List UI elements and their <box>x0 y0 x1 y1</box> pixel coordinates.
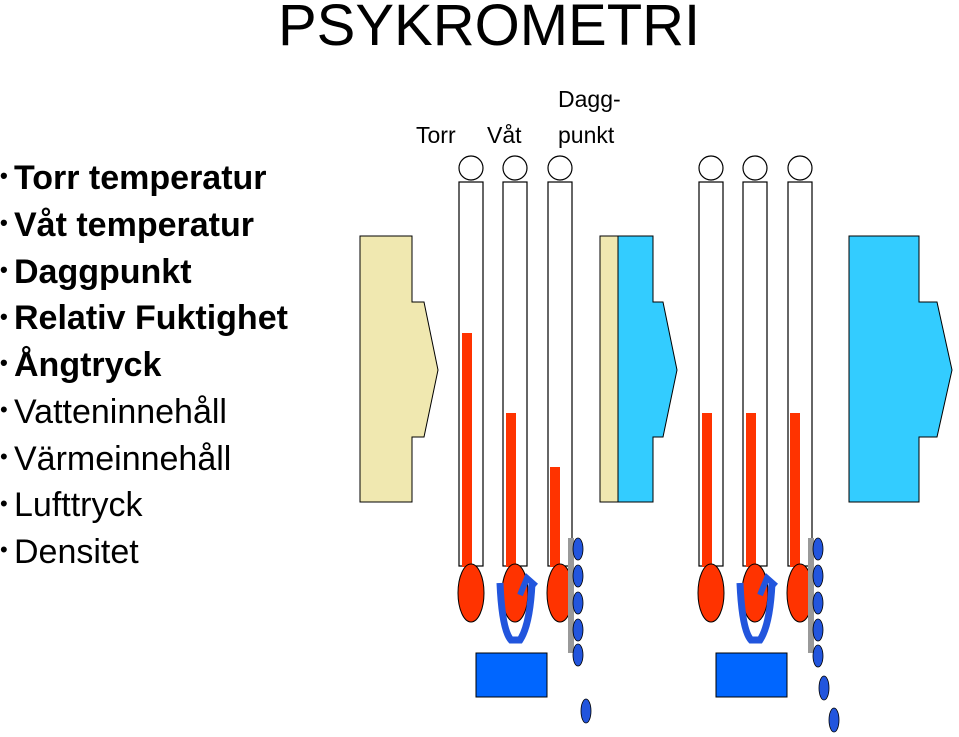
dew-point-thermometer <box>786 155 814 653</box>
list-item-text: Torr temperatur <box>14 159 267 197</box>
list-item-text: Vatteninnehåll <box>14 392 227 431</box>
dry-thermometer <box>457 155 485 623</box>
label-dry: Torr <box>416 122 456 148</box>
bullet-icon: • <box>0 163 8 189</box>
property-list: •Torr temperatur •Våt temperatur •Daggpu… <box>0 156 288 577</box>
list-item: •Lufttryck <box>0 483 288 530</box>
list-item-text: Lufttryck <box>14 486 143 525</box>
bullet-icon: • <box>0 490 8 516</box>
warm-air-arrow <box>359 235 439 503</box>
list-item-text: Ångtryck <box>14 346 162 385</box>
list-item: •Torr temperatur <box>0 156 288 203</box>
water-reservoir <box>475 652 548 698</box>
list-item: •Vatteninnehåll <box>0 390 288 437</box>
list-item: •Daggpunkt <box>0 250 288 297</box>
cold-air-arrow <box>848 235 953 503</box>
list-item-text: Våt temperatur <box>14 205 254 244</box>
bullet-icon: • <box>0 397 8 423</box>
mixed-air-arrow <box>599 235 678 503</box>
wet-thermometer <box>715 155 788 698</box>
wet-thermometer <box>475 155 548 698</box>
dew-point-thermometer <box>546 155 574 653</box>
cold-plate <box>808 538 814 653</box>
list-item: •Ångtryck <box>0 343 288 390</box>
condensation-droplets <box>572 537 592 724</box>
bullet-icon: • <box>0 537 8 563</box>
water-reservoir <box>715 652 788 698</box>
cold-plate <box>568 538 574 653</box>
list-item: •Våt temperatur <box>0 203 288 250</box>
condensation-droplets <box>812 537 840 733</box>
bullet-icon: • <box>0 303 8 329</box>
page-title: PSYKROMETRI <box>278 0 701 58</box>
dry-thermometer <box>697 155 725 623</box>
list-item: •Densitet <box>0 530 288 577</box>
list-item-text: Värmeinnehåll <box>14 439 232 478</box>
list-item: •Relativ Fuktighet <box>0 296 288 343</box>
label-wet: Våt <box>487 122 522 148</box>
bullet-icon: • <box>0 350 8 376</box>
bullet-icon: • <box>0 443 8 469</box>
list-item-text: Daggpunkt <box>14 252 192 291</box>
list-item: •Värmeinnehåll <box>0 437 288 484</box>
bullet-icon: • <box>0 256 8 282</box>
bullet-icon: • <box>0 210 8 236</box>
label-dew-line2: punkt <box>558 122 615 148</box>
list-item-text: Relativ Fuktighet <box>14 299 288 338</box>
label-dew-line1: Dagg- <box>558 86 621 112</box>
list-item-text: Densitet <box>14 533 139 572</box>
